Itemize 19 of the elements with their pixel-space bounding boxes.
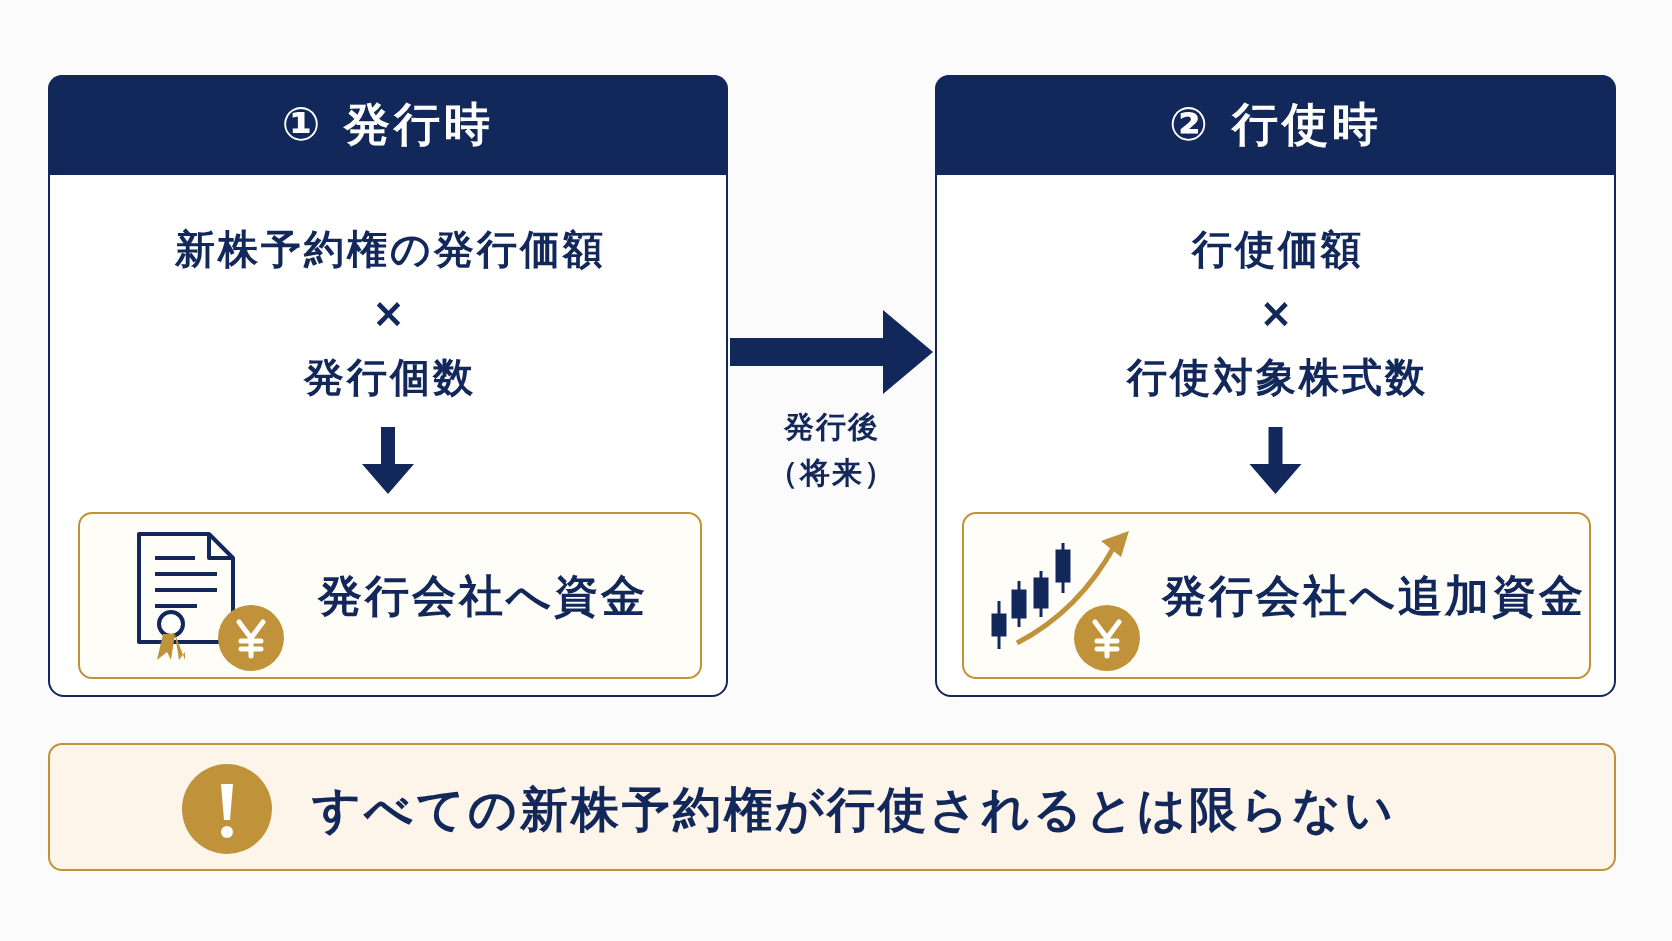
multiply-sign: × (1258, 289, 1297, 338)
arrow (730, 310, 933, 394)
result-text: 発行会社へ追加資金 (1162, 569, 1586, 623)
note-box (48, 743, 1616, 871)
panel-header: ① 発行時 (48, 75, 728, 175)
formula-text: 行使価額 (1190, 225, 1365, 274)
step-panel (935, 75, 1616, 697)
arrow (362, 427, 414, 494)
arrow (1249, 427, 1302, 494)
note-text: すべての新株予約権が行使されるとは限らない (312, 780, 1396, 839)
multiply-sign: × (370, 289, 410, 338)
panel-header: ② 行使時 (935, 75, 1616, 175)
result-box (962, 512, 1591, 679)
formula-text: 新株予約権の発行価額 (173, 225, 607, 274)
result-text: 発行会社へ資金 (318, 569, 648, 623)
formula-text: 行使対象株式数 (1125, 353, 1429, 402)
result-box (78, 512, 702, 679)
formula-text: 発行個数 (302, 353, 477, 402)
step-panel (48, 75, 728, 697)
